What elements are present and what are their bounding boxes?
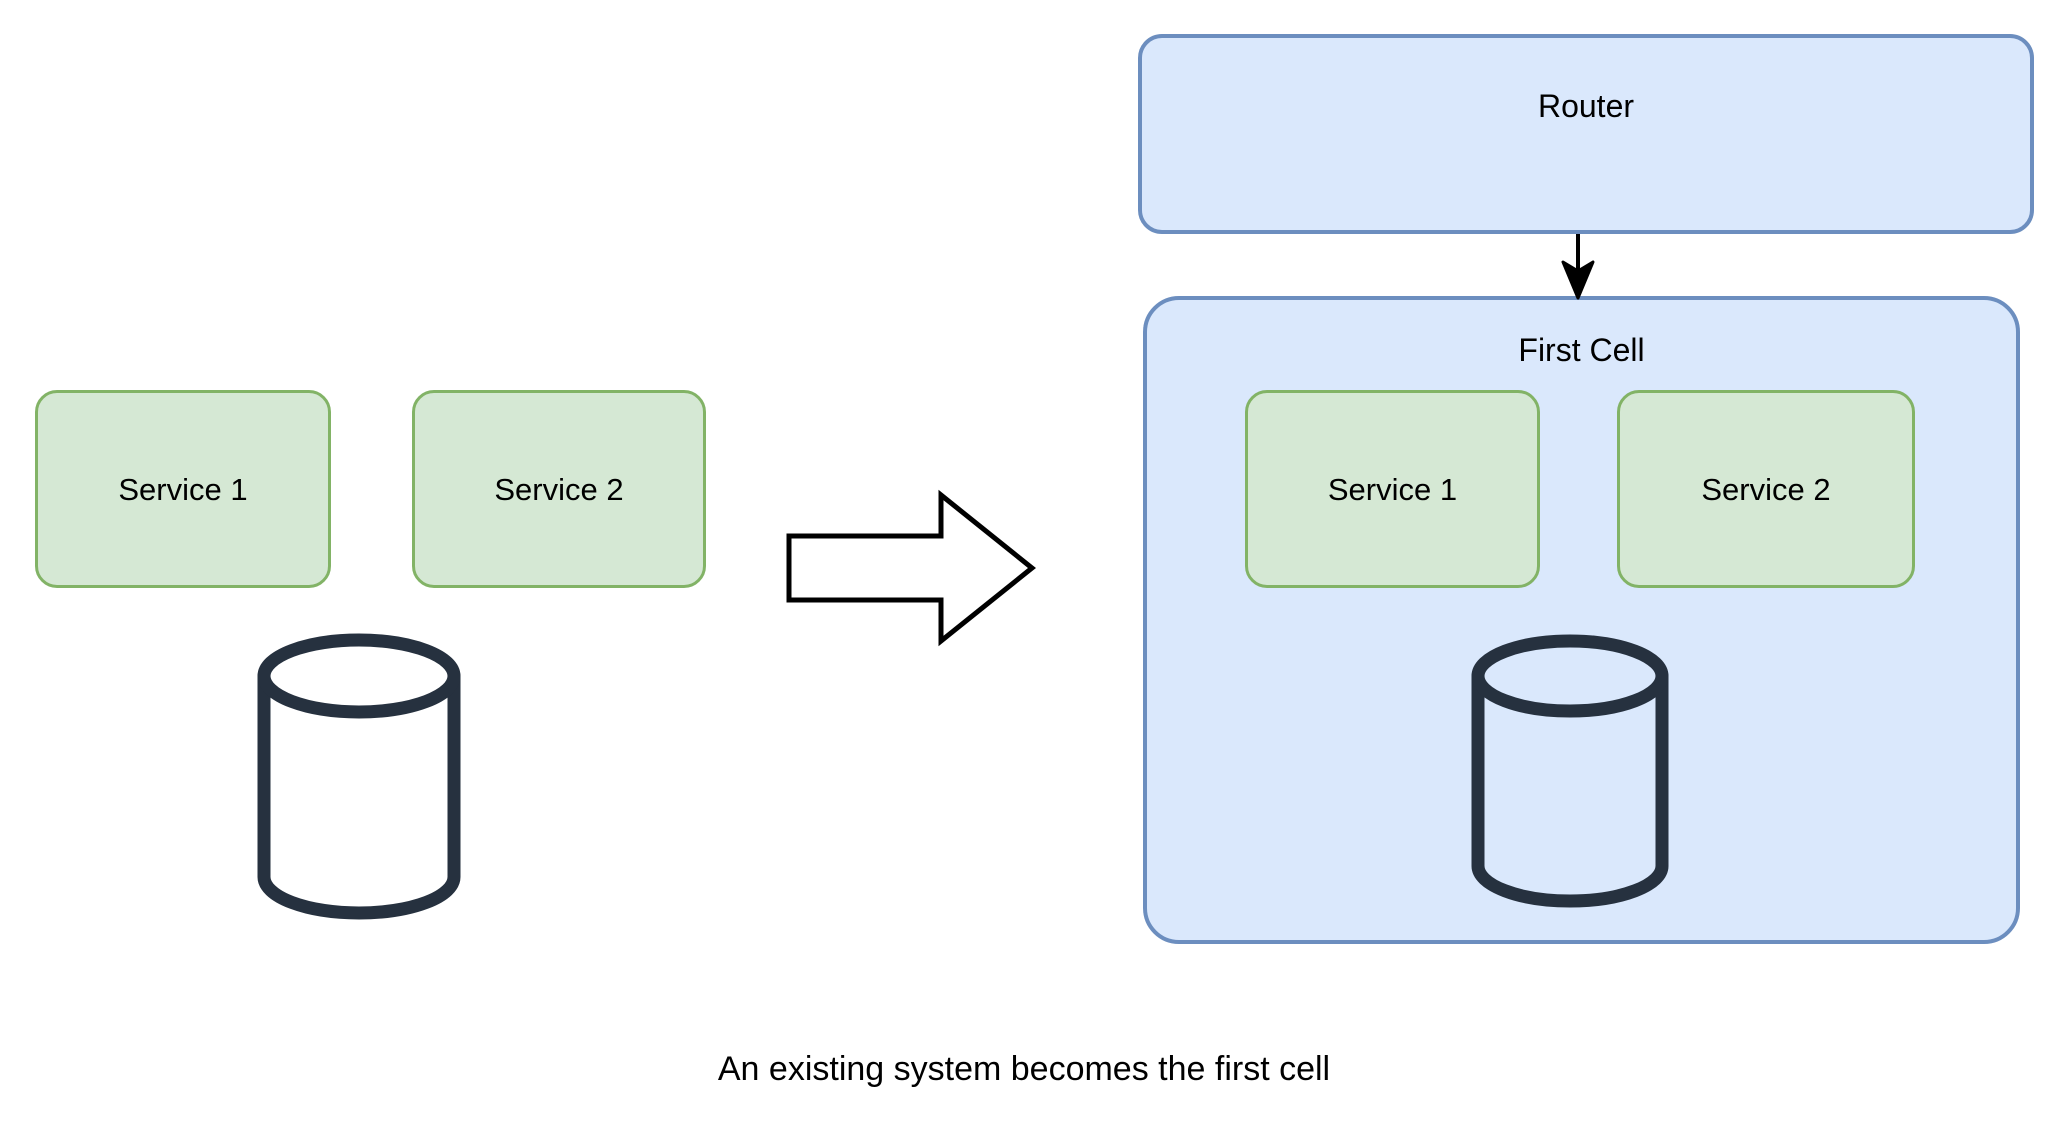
cell-service-1-box[interactable]: Service 1 [1245,390,1540,588]
cell-service-1-label: Service 1 [1327,471,1458,507]
transform-block-arrow-icon [786,489,1036,647]
left-service-1-box[interactable]: Service 1 [35,390,331,588]
cell-service-2-box[interactable]: Service 2 [1617,390,1915,588]
left-database-icon[interactable] [257,633,461,920]
left-service-2-label: Service 2 [494,471,624,507]
left-service-2-box[interactable]: Service 2 [412,390,706,588]
diagram-caption: An existing system becomes the first cel… [717,1050,1331,1088]
cell-database-icon[interactable] [1471,634,1669,908]
router-to-cell-arrow-icon [1561,234,1595,300]
left-service-1-label: Service 1 [118,471,248,507]
router-label: Router [1537,88,1635,124]
cell-service-2-label: Service 2 [1701,471,1831,507]
router-box[interactable]: Router [1138,34,2034,234]
first-cell-label: First Cell [1518,332,1645,368]
